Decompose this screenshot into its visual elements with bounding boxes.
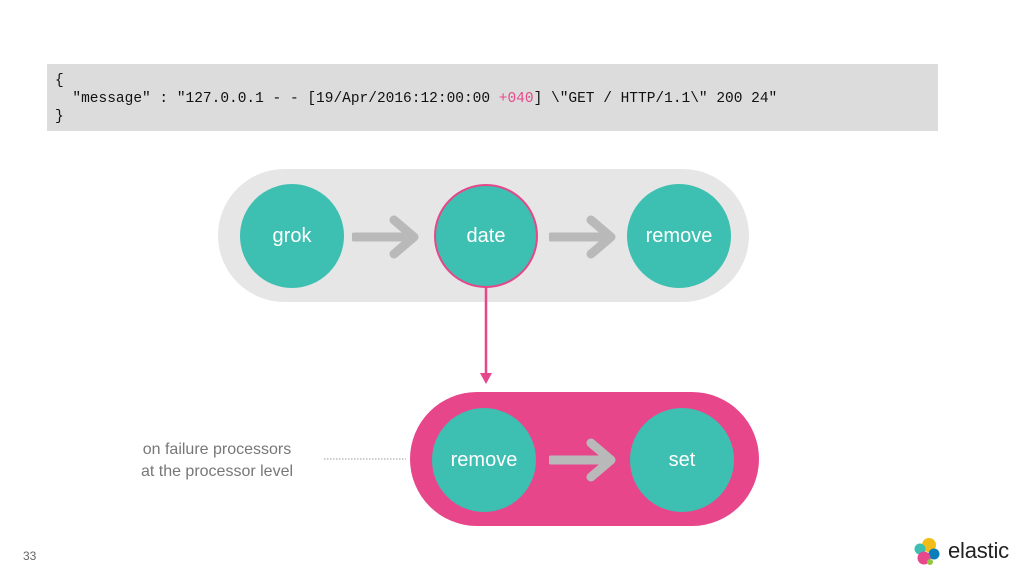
- on-failure-set: set: [630, 408, 734, 512]
- processor-grok: grok: [240, 184, 344, 288]
- processor-remove: remove: [627, 184, 731, 288]
- code-timezone: +040: [498, 91, 534, 107]
- arrow-down-icon: [480, 287, 492, 384]
- code-line-close: }: [55, 109, 64, 125]
- code-line-open: {: [55, 73, 64, 89]
- code-line-message-rest: ] \"GET / HTTP/1.1\" 200 24": [533, 91, 778, 107]
- elastic-logo-icon: [914, 538, 940, 565]
- code-text: { "message" : "127.0.0.1 - - [19/Apr/201…: [47, 64, 938, 126]
- arrow-right-icon: [549, 215, 616, 259]
- code-line-message: "message" : "127.0.0.1 - - [19/Apr/2016:…: [55, 91, 499, 107]
- elastic-logo: elastic: [912, 536, 1009, 566]
- leader-line: [324, 458, 406, 460]
- on-failure-note: on failure processors at the processor l…: [112, 439, 322, 483]
- page-number: 33: [23, 549, 37, 563]
- processor-date: date: [434, 184, 538, 288]
- arrow-right-icon: [352, 215, 419, 259]
- note-line-1: on failure processors: [142, 441, 292, 458]
- note-line-2: at the processor level: [140, 463, 294, 480]
- elastic-logo-text: elastic: [948, 538, 1009, 563]
- on-failure-remove: remove: [432, 408, 536, 512]
- arrow-right-icon: [549, 438, 616, 482]
- code-block: { "message" : "127.0.0.1 - - [19/Apr/201…: [47, 64, 938, 131]
